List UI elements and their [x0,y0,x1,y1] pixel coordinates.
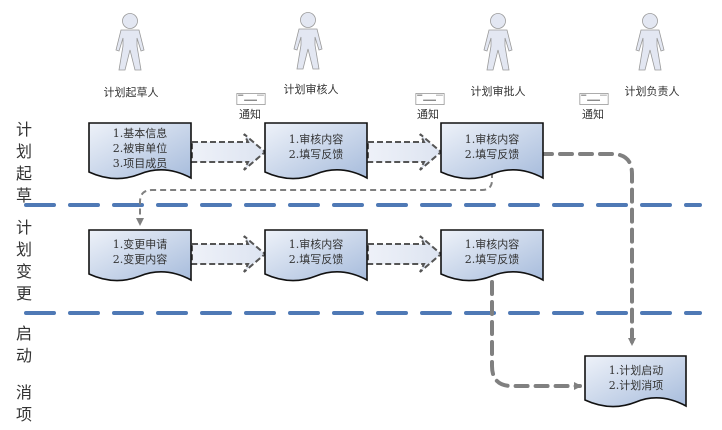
lane-char: 划 [16,240,32,259]
document-line: 2.计划消项 [609,378,664,392]
notification-label: 通知 [417,107,439,121]
document-line: 2.变更内容 [113,252,168,266]
actor-label: 计划审批人 [471,84,526,98]
notification-icon [236,93,266,105]
document-change-approve[interactable]: 1.审核内容 2.填写反馈 [440,229,544,282]
document-launch[interactable]: 1.计划启动 2.计划消项 [584,355,687,408]
document-line: 2.填写反馈 [289,147,344,161]
lane-title-draft: 计 划 起 草 [16,120,32,205]
document-line: 2.填写反馈 [289,252,344,266]
block-arrow [367,235,443,273]
lane-char: 计 [16,120,32,139]
document-change-request[interactable]: 1.变更申请 2.变更内容 [88,229,192,282]
document-line: 3.项目成员 [113,157,168,170]
lane-char: 更 [16,284,32,303]
notification-1: 通知 [236,93,266,121]
actor-drafter: 计划起草人 [104,13,159,99]
notification-icon [579,93,609,105]
document-change-review[interactable]: 1.审核内容 2.填写反馈 [264,229,368,282]
lane-char: 起 [16,164,32,183]
lane-char: 计 [16,218,32,237]
actor-label: 计划起草人 [104,86,159,99]
document-line: 1.审核内容 [289,237,344,251]
document-basic-info[interactable]: 1.基本信息 2.被审单位 3.项目成员 [88,122,192,180]
block-arrow [367,133,443,171]
lane-char: 划 [16,142,32,161]
document-line: 2.填写反馈 [465,147,520,161]
connector-change-approve-to-launch [490,280,582,390]
document-line: 1.审核内容 [465,237,520,251]
block-arrow [191,133,267,171]
document-line: 2.填写反馈 [465,252,520,266]
person-icon [483,13,513,71]
actor-approver: 计划审批人 [471,13,526,98]
connector-approve-to-change [136,172,493,226]
person-icon [115,13,145,71]
lane-char: 变 [16,262,32,281]
block-arrow [191,235,267,273]
person-icon [293,12,323,70]
document-draft-approve[interactable]: 1.审核内容 2.填写反馈 [440,122,544,180]
document-line: 1.审核内容 [465,132,520,146]
document-line: 1.基本信息 [113,126,168,140]
document-line: 1.变更申请 [113,237,168,251]
person-icon [635,13,665,71]
document-line: 2.被审单位 [113,141,168,155]
notification-label: 通知 [582,107,604,121]
document-draft-review[interactable]: 1.审核内容 2.填写反馈 [264,122,368,180]
lane-char: 草 [16,186,32,205]
lane-char: 动 [16,346,32,365]
notification-icon [415,93,445,105]
lane-char: 消 [16,383,32,402]
notification-2: 通知 [415,93,445,121]
notification-label: 通知 [239,107,261,121]
notification-3: 通知 [579,93,609,121]
lane-char: 启 [16,324,32,343]
actor-label: 计划审核人 [284,82,339,96]
actor-owner: 计划负责人 [625,13,680,98]
connector-approve-to-launch [538,152,636,346]
actor-reviewer: 计划审核人 [284,12,339,96]
document-line: 1.计划启动 [609,364,664,377]
actor-label: 计划负责人 [625,84,680,98]
lane-title-launch: 启 动 消 项 [16,324,32,424]
lane-char: 项 [16,405,32,424]
lane-title-change: 计 划 变 更 [16,218,32,303]
document-line: 1.审核内容 [289,132,344,146]
